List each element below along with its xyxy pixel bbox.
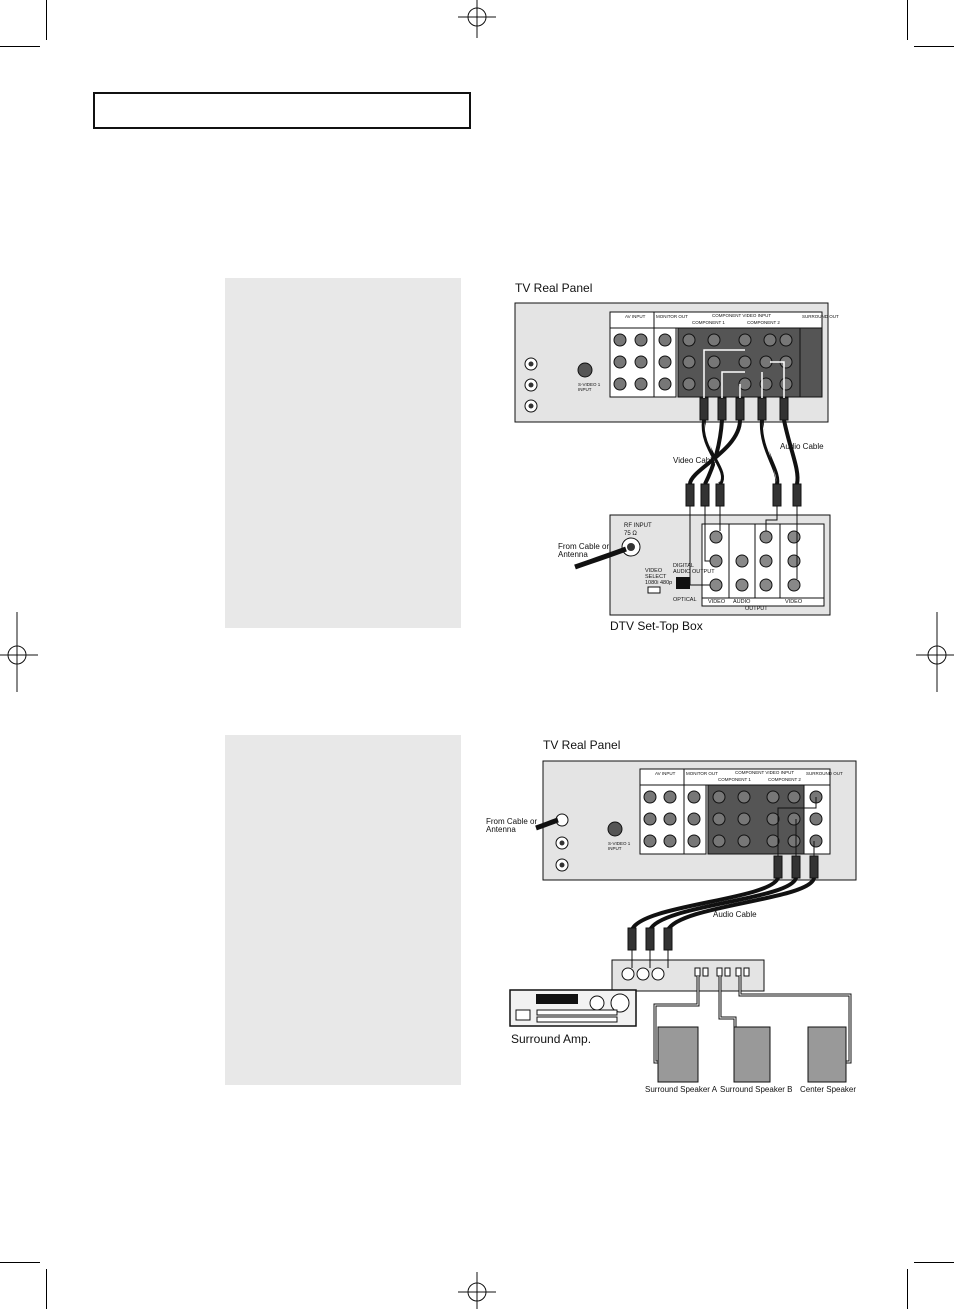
crop-mark <box>0 46 40 47</box>
speaker-label-b: Surround Speaker B <box>720 1085 793 1094</box>
rf-input-label: RF INPUT 75 Ω <box>624 523 652 537</box>
crop-mark <box>907 0 908 40</box>
audio-cable-label-2: Audio Cable <box>713 910 757 919</box>
av-input-label: AV INPUT <box>625 314 646 319</box>
component-1-label: COMPONENT 1 <box>692 320 725 325</box>
instruction-panel-1 <box>225 278 461 628</box>
stb-output-label: OUTPUT <box>745 606 768 612</box>
video-select-label: VIDEO SELECT 1080i 480p <box>645 568 673 586</box>
component-2-label-2: COMPONENT 2 <box>768 777 801 782</box>
av-input-label-2: AV INPUT <box>655 771 676 776</box>
svideo-label-2: S-VIDEO 1 INPUT <box>608 841 631 851</box>
crop-mark <box>907 1269 908 1309</box>
svideo-label: S-VIDEO 1 INPUT <box>578 382 601 392</box>
monitor-out-label-2: MONITOR OUT <box>686 771 718 776</box>
section-title-box <box>93 92 471 129</box>
optical-label: OPTICAL <box>673 597 697 603</box>
audio-cable-label: Audio Cable <box>780 442 824 451</box>
from-cable-label-2: From Cable or Antenna <box>486 817 538 834</box>
component-input-label-2: COMPONENT VIDEO INPUT <box>735 770 795 775</box>
crop-mark <box>46 1269 47 1309</box>
dtv-set-top-box-title: DTV Set-Top Box <box>610 619 703 633</box>
stb-video-label-2: VIDEO <box>785 599 803 605</box>
tv-panel-title-2: TV Real Panel <box>543 738 621 752</box>
surround-out-label: SURROUND OUT <box>802 314 839 319</box>
instruction-panel-2 <box>225 735 461 1085</box>
crop-mark <box>46 0 47 40</box>
digital-audio-label: DIGITAL AUDIO OUTPUT <box>673 563 715 575</box>
component-1-label-2: COMPONENT 1 <box>718 777 751 782</box>
video-cable-label: Video Cable <box>673 456 717 465</box>
stb-video-label: VIDEO <box>708 599 726 605</box>
tv-panel-title: TV Real Panel <box>515 281 593 295</box>
crop-mark <box>914 46 954 47</box>
component-input-label: COMPONENT VIDEO INPUT <box>712 313 772 318</box>
speaker-label-a: Surround Speaker A <box>645 1085 718 1094</box>
stb-audio-label: AUDIO <box>733 599 751 605</box>
crop-mark <box>914 1262 954 1263</box>
crop-mark <box>0 1262 40 1263</box>
monitor-out-label: MONITOR OUT <box>656 314 688 319</box>
speaker-label-center: Center Speaker <box>800 1085 857 1094</box>
surround-amp-title: Surround Amp. <box>511 1032 592 1046</box>
component-2-label: COMPONENT 2 <box>747 320 780 325</box>
from-cable-label: From Cable or Antenna <box>558 542 610 559</box>
surround-out-label-2: SURROUND OUT <box>806 771 843 776</box>
